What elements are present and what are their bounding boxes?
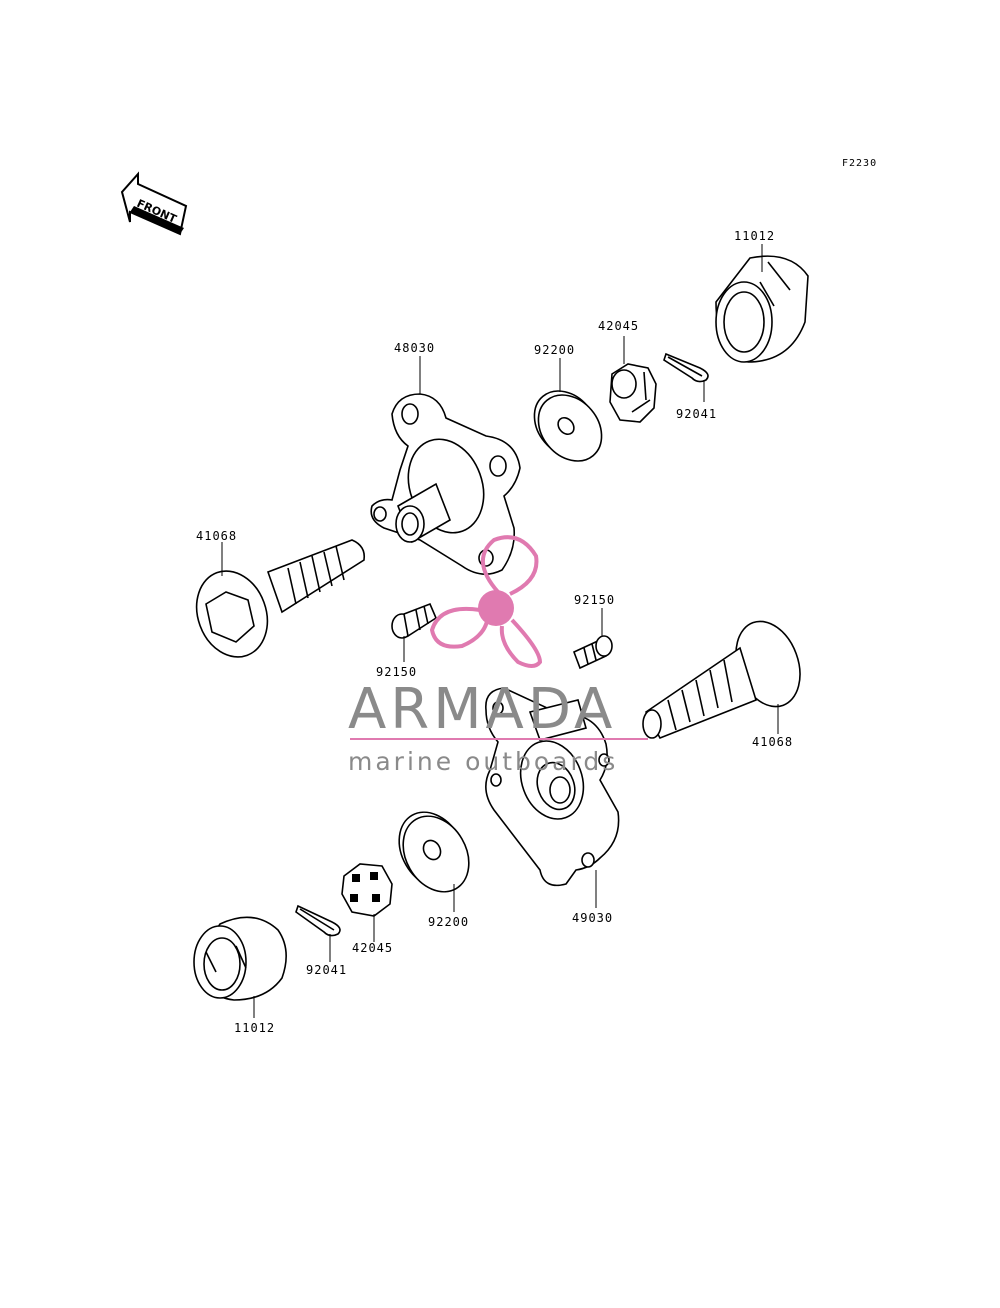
hub-top [370, 393, 521, 575]
cap-bottom [193, 916, 287, 1001]
label-washer-top: 92200 [534, 343, 575, 357]
axle-bolt-right [642, 620, 801, 740]
stud-left [391, 602, 438, 639]
label-stud-right: 92150 [574, 593, 615, 607]
label-cap-top: 11012 [734, 229, 775, 243]
watermark-brand: ARMADA [348, 677, 616, 742]
label-pin-top: 92041 [676, 407, 717, 421]
washer-bottom [398, 811, 470, 893]
label-washer-bottom: 92200 [428, 915, 469, 929]
label-stud-left: 92150 [376, 665, 417, 679]
front-arrow-icon: FRONT [120, 171, 188, 236]
label-bolt-left: 41068 [196, 529, 237, 543]
hub-bottom [485, 687, 620, 887]
label-hub-bottom: 49030 [572, 911, 613, 925]
cap-top [715, 255, 809, 363]
label-nut-bottom: 42045 [352, 941, 393, 955]
label-hub-top: 48030 [394, 341, 435, 355]
washer-top [533, 390, 603, 462]
label-bolt-right: 41068 [752, 735, 793, 749]
cotter-pin-bottom [295, 904, 341, 937]
figure-code: F2230 [842, 158, 877, 169]
axle-bolt-left [195, 539, 366, 658]
label-nut-top: 42045 [598, 319, 639, 333]
castle-nut-bottom [341, 863, 393, 917]
castle-nut-top [609, 363, 657, 423]
cotter-pin-top [663, 352, 709, 383]
watermark-tagline: marine outboards [348, 747, 618, 776]
label-cap-bottom: 11012 [234, 1021, 275, 1035]
stud-right [572, 635, 613, 670]
label-pin-bottom: 92041 [306, 963, 347, 977]
propeller-logo-icon [429, 535, 543, 668]
armada-watermark: ARMADA marine outboards [348, 535, 648, 776]
